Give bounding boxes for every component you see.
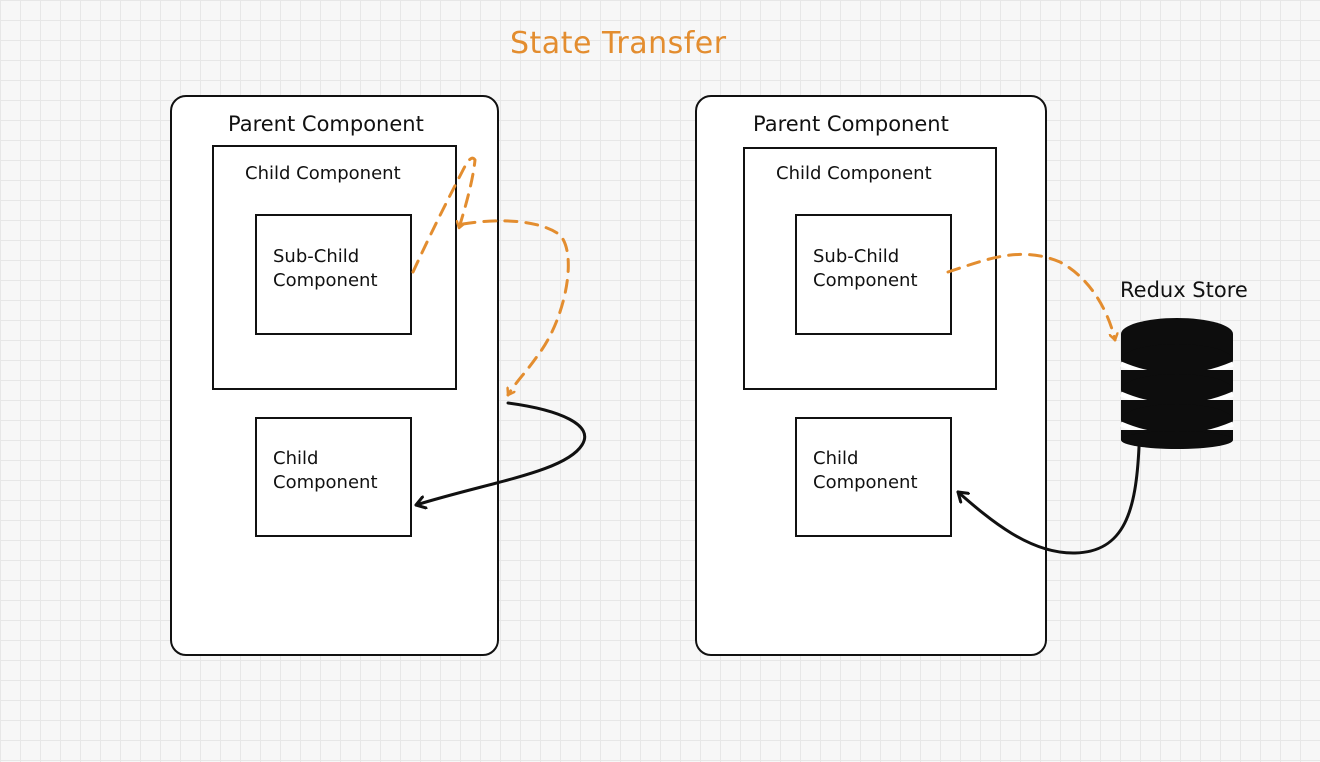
left-child2-label-line1: Child [273,448,319,469]
left-subchild-label-line2: Component [273,270,378,291]
right-child2-label-line1: Child [813,448,859,469]
left-subchild-label: Sub-Child Component [273,245,378,293]
left-parent-label: Parent Component [228,112,424,136]
left-child-label: Child Component [245,163,401,184]
left-subchild-label-line1: Sub-Child [273,246,360,267]
redux-store-label: Redux Store [1120,278,1248,302]
right-subchild-component [795,214,952,335]
right-subchild-label-line2: Component [813,270,918,291]
right-child2-label: Child Component [813,447,918,495]
right-child-label: Child Component [776,163,932,184]
diagram-title: State Transfer [510,26,727,61]
left-child2-label: Child Component [273,447,378,495]
right-parent-label: Parent Component [753,112,949,136]
right-subchild-label-line1: Sub-Child [813,246,900,267]
left-child2-label-line2: Component [273,472,378,493]
left-subchild-component [255,214,412,335]
left-child2-component [255,417,412,537]
right-child2-label-line2: Component [813,472,918,493]
right-subchild-label: Sub-Child Component [813,245,918,293]
database-icon [1120,318,1234,449]
right-child2-component [795,417,952,537]
